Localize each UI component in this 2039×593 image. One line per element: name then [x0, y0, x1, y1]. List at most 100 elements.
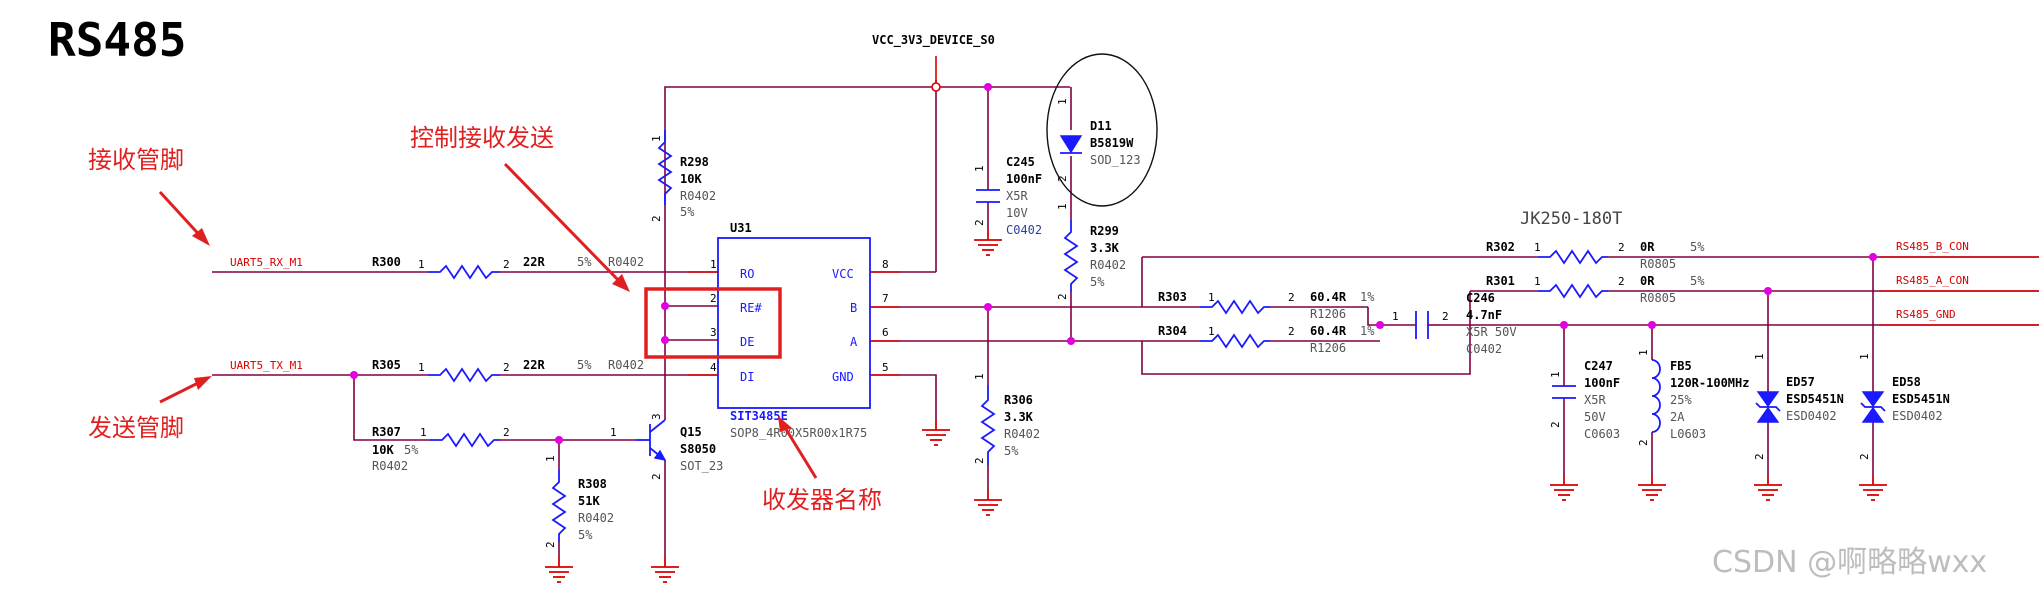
- ic-package: SOP8_4R00X5R00x1R75: [730, 426, 867, 440]
- svg-text:2: 2: [1288, 325, 1295, 338]
- svg-text:2: 2: [1442, 310, 1449, 323]
- svg-text:2: 2: [1753, 453, 1766, 460]
- svg-text:60.4R: 60.4R: [1310, 290, 1347, 304]
- svg-text:R304: R304: [1158, 324, 1187, 338]
- svg-text:10K: 10K: [372, 443, 394, 457]
- svg-text:C247: C247: [1584, 359, 1613, 373]
- annotation-tx-pin: 发送管脚: [88, 414, 184, 442]
- ic-ref: U31: [730, 221, 752, 235]
- ic-pin-name: RO: [740, 267, 754, 281]
- svg-text:5%: 5%: [577, 255, 592, 269]
- ic-pin-name: GND: [832, 370, 854, 384]
- svg-text:ESD0402: ESD0402: [1786, 409, 1837, 423]
- ic-pin-name: VCC: [832, 267, 854, 281]
- svg-text:1: 1: [544, 455, 557, 462]
- resistor-r299: 1 2 R299 3.3K R0402 5%: [1056, 203, 1126, 300]
- svg-text:2: 2: [1618, 241, 1625, 254]
- net-uart-tx: UART5_TX_M1: [230, 359, 303, 372]
- ic-pin-name: RE#: [740, 301, 762, 315]
- svg-text:100nF: 100nF: [1584, 376, 1620, 390]
- page-title: RS485: [48, 13, 186, 67]
- esd-ed57: 1 2 ED57 ESD5451N ESD0402: [1753, 353, 1844, 460]
- resistor-r304: R304 1 2 60.4R 1% R1206: [1158, 324, 1375, 355]
- svg-text:5%: 5%: [1690, 274, 1705, 288]
- svg-text:1: 1: [1637, 349, 1650, 356]
- svg-text:1: 1: [1549, 371, 1562, 378]
- svg-text:25%: 25%: [1670, 393, 1692, 407]
- svg-text:R1206: R1206: [1310, 307, 1346, 321]
- svg-text:R303: R303: [1158, 290, 1187, 304]
- svg-text:2: 2: [1549, 421, 1562, 428]
- ic-pin-num: 3: [710, 326, 717, 339]
- svg-text:2A: 2A: [1670, 410, 1685, 424]
- ic-pin-num: 6: [882, 326, 889, 339]
- svg-text:1: 1: [1208, 291, 1215, 304]
- capacitor-c246: 1 2 C246 4.7nF X5R 50V C0402: [1392, 291, 1517, 356]
- svg-text:2: 2: [544, 541, 557, 548]
- ic-u31: U31 SIT3485E SOP8_4R00X5R00x1R75 1 RO 2 …: [710, 221, 889, 440]
- wires: [212, 80, 2039, 557]
- svg-text:SOD_123: SOD_123: [1090, 153, 1141, 167]
- svg-text:B5819W: B5819W: [1090, 136, 1134, 150]
- svg-text:1: 1: [1753, 353, 1766, 360]
- resistor-r306: 1 2 R306 3.3K R0402 5%: [973, 373, 1040, 465]
- svg-text:2: 2: [650, 473, 663, 480]
- svg-text:2: 2: [1858, 453, 1871, 460]
- svg-text:100nF: 100nF: [1006, 172, 1042, 186]
- svg-text:R0402: R0402: [608, 255, 644, 269]
- svg-text:C245: C245: [1006, 155, 1035, 169]
- resistor-r305: R305 1 2 22R 5% R0402: [372, 358, 644, 383]
- svg-text:1%: 1%: [1360, 290, 1375, 304]
- svg-text:R0402: R0402: [1004, 427, 1040, 441]
- svg-text:D11: D11: [1090, 119, 1112, 133]
- svg-text:R0805: R0805: [1640, 257, 1676, 271]
- svg-text:0R: 0R: [1640, 240, 1655, 254]
- watermark: CSDN @啊略略wxx: [1712, 545, 1987, 580]
- svg-text:51K: 51K: [578, 494, 600, 508]
- svg-text:0R: 0R: [1640, 274, 1655, 288]
- svg-text:60.4R: 60.4R: [1310, 324, 1347, 338]
- svg-text:S8050: S8050: [680, 442, 716, 456]
- svg-text:1: 1: [610, 426, 617, 439]
- net-rs485-a: RS485_A_CON: [1896, 274, 1969, 287]
- ic-part: SIT3485E: [730, 409, 788, 423]
- ic-pin-num: 2: [710, 292, 717, 305]
- connector-label: JK250-180T: [1520, 209, 1622, 229]
- resistor-r307: R307 1 2 10K 5% R0402: [372, 425, 510, 473]
- svg-text:R0402: R0402: [578, 511, 614, 525]
- ferrite-fb5: 1 2 FB5 120R-100MHz 25% 2A L0603: [1637, 349, 1749, 446]
- svg-text:C0402: C0402: [1006, 223, 1042, 237]
- net-rs485-b: RS485_B_CON: [1896, 240, 1969, 253]
- svg-text:1: 1: [1392, 310, 1399, 323]
- svg-text:2: 2: [1637, 439, 1650, 446]
- resistor-r298: 1 2 R298 10K R0402 5%: [650, 130, 716, 222]
- svg-text:X5R: X5R: [1006, 189, 1028, 203]
- svg-text:1: 1: [418, 361, 425, 374]
- svg-text:R301: R301: [1486, 274, 1515, 288]
- svg-text:R0402: R0402: [372, 459, 408, 473]
- ic-pin-num: 4: [710, 361, 717, 374]
- svg-text:1: 1: [420, 426, 427, 439]
- svg-text:5%: 5%: [1090, 275, 1105, 289]
- vcc-net-label: VCC_3V3_DEVICE_S0: [872, 33, 995, 48]
- svg-text:3: 3: [650, 413, 663, 420]
- resistor-r308: 1 2 R308 51K R0402 5%: [544, 455, 614, 548]
- svg-text:1: 1: [973, 165, 986, 172]
- svg-text:120R-100MHz: 120R-100MHz: [1670, 376, 1749, 390]
- net-rs485-gnd: RS485_GND: [1896, 308, 1956, 321]
- resistor-r303: R303 1 2 60.4R 1% R1206: [1158, 290, 1375, 321]
- svg-text:ED57: ED57: [1786, 375, 1815, 389]
- svg-text:2: 2: [973, 219, 986, 226]
- svg-text:ESD0402: ESD0402: [1892, 409, 1943, 423]
- svg-text:R0402: R0402: [1090, 258, 1126, 272]
- svg-text:R0805: R0805: [1640, 291, 1676, 305]
- svg-text:5%: 5%: [578, 528, 593, 542]
- svg-text:5%: 5%: [1004, 444, 1019, 458]
- svg-text:22R: 22R: [523, 358, 545, 372]
- svg-text:X5R 50V: X5R 50V: [1466, 325, 1517, 339]
- resistor-r301: R301 1 2 0R 5% R0805: [1486, 274, 1705, 305]
- svg-text:R298: R298: [680, 155, 709, 169]
- ic-pin-name: A: [850, 335, 858, 349]
- svg-text:R307: R307: [372, 425, 401, 439]
